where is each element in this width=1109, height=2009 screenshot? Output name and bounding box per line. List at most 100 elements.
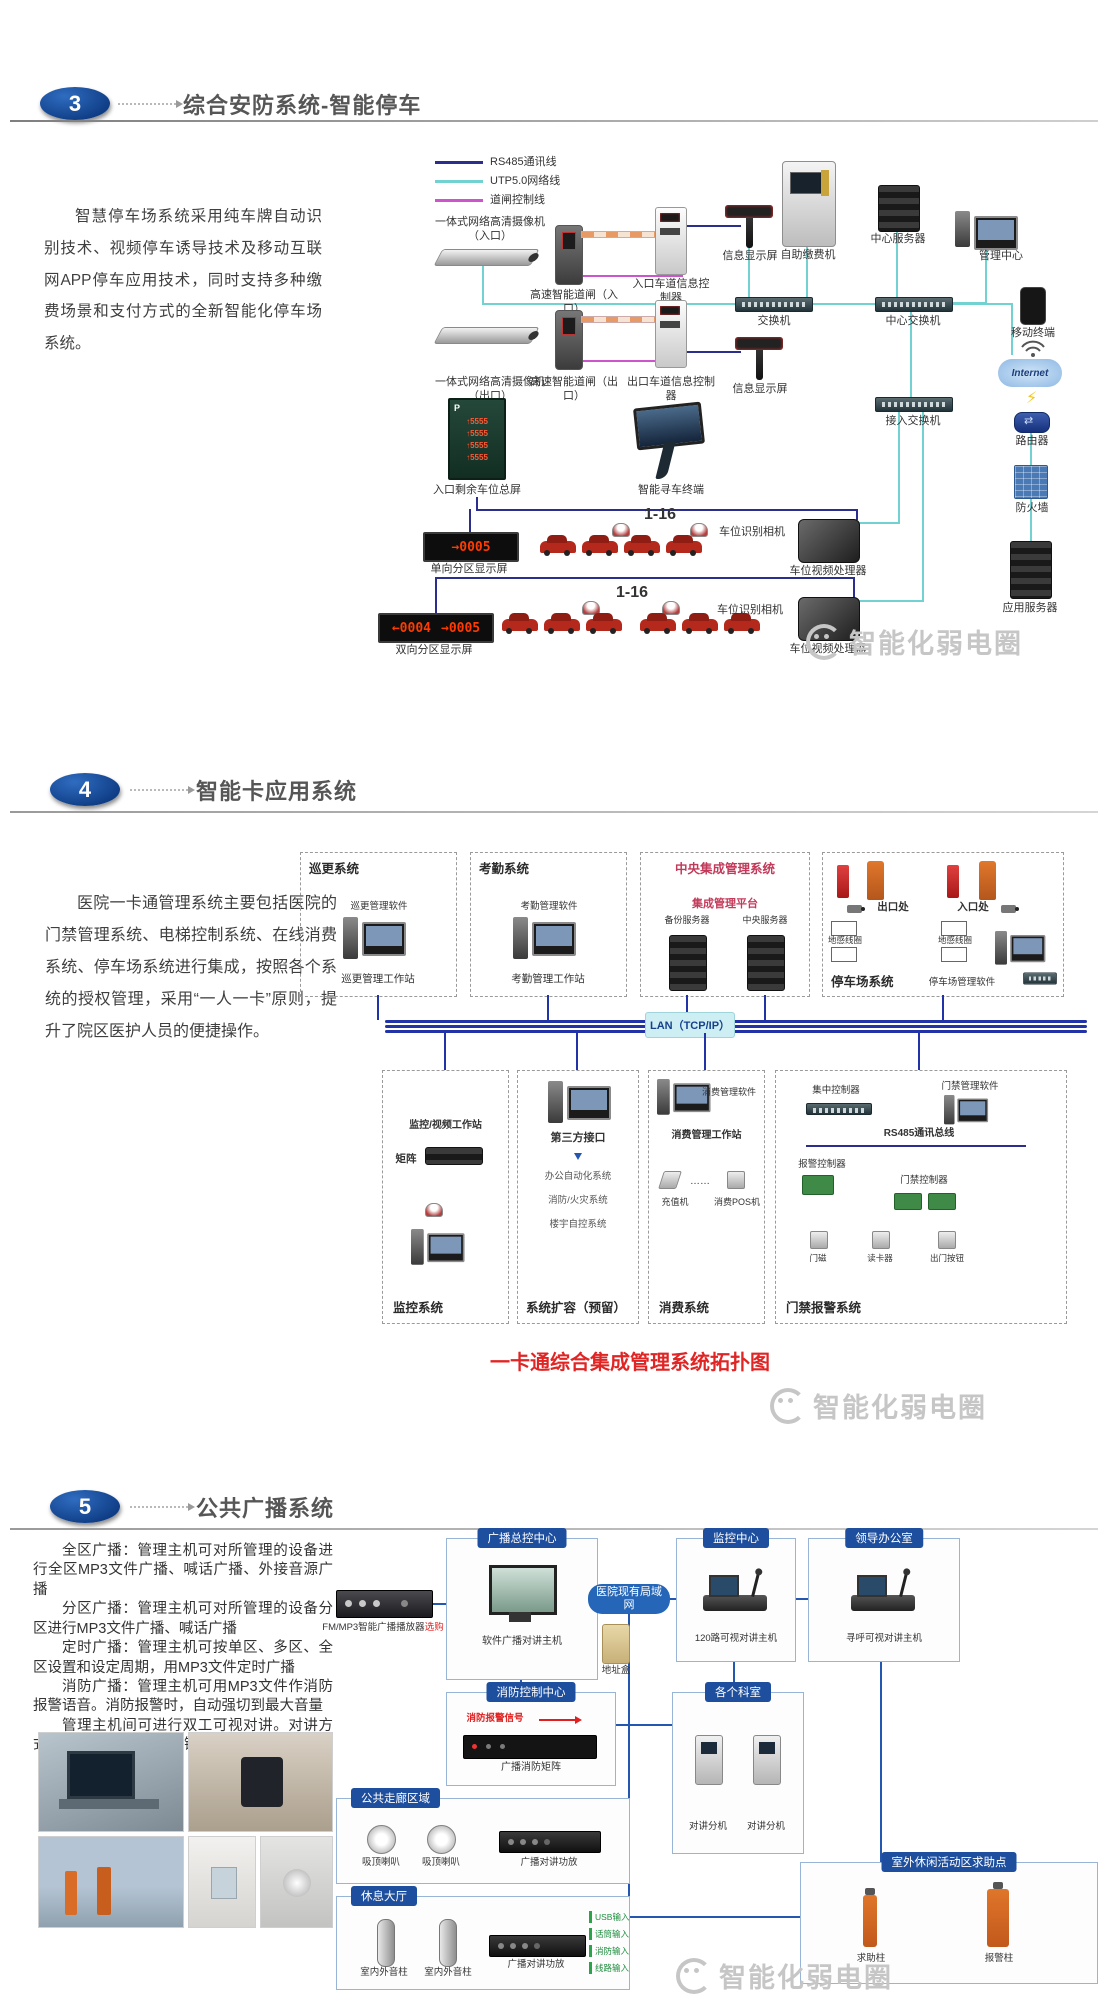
input-tag: 消防输入	[589, 1945, 629, 1957]
third-party-label: 第三方接口	[550, 1132, 606, 1144]
dome-camera-icon	[425, 1203, 443, 1217]
photo-wall-device	[188, 1836, 256, 1928]
fm-player-icon	[336, 1590, 433, 1618]
section3-badge: 3	[40, 87, 110, 120]
ceiling-speaker-label: 吸顶喇叭	[361, 1857, 400, 1868]
utp-line	[1030, 432, 1032, 465]
ceiling-speaker-icon	[427, 1825, 456, 1854]
utp-line	[748, 247, 750, 299]
exit-lane-controller-label: 出口车道信息控制器	[627, 376, 715, 403]
master-box-title: 广播总控中心	[477, 1528, 567, 1548]
lan-drop-line	[686, 995, 688, 1020]
software-host-label: 软件广播对讲主机	[482, 1636, 562, 1647]
column-speaker-label: 室内外音柱	[424, 1967, 472, 1978]
lightning-icon: ⚡	[1026, 390, 1038, 407]
video-processor-label: 车位视频处理器	[789, 565, 867, 577]
dotted-connector	[130, 1503, 195, 1511]
space-camera-label: 车位识别相机	[717, 604, 783, 616]
input-tag: 话筒输入	[589, 1928, 629, 1940]
lan-drop-line	[704, 1033, 706, 1070]
expand-item-label: 消防/火灾系统	[548, 1195, 608, 1206]
firewall-icon	[1014, 465, 1048, 499]
gate-post-icon	[947, 865, 959, 898]
oneway-display-label: 单向分区显示屏	[430, 563, 508, 575]
entry-camera-label: 一体式网络高清摄像机（入口）	[435, 216, 545, 243]
intercom-console-icon	[851, 1571, 915, 1611]
internet-cloud-icon: Internet	[998, 351, 1062, 387]
mobile-phone-icon	[1020, 287, 1046, 325]
down-arrow-icon	[574, 1153, 582, 1160]
section3-rule	[10, 120, 1098, 122]
photo-ceiling-speaker	[260, 1836, 333, 1928]
access-box-title: 门禁报警系统	[786, 1301, 862, 1315]
legend-label-gate: 道闸控制线	[490, 194, 545, 206]
utp-line	[858, 522, 900, 524]
photo-outdoor-bollards	[38, 1836, 184, 1928]
section5-paragraphs: 全区广播：管理主机可对所管理的设备进行全区MP3文件广播、喊话广播、外接音源广播…	[33, 1542, 333, 1756]
recharge-machine-icon	[658, 1171, 682, 1189]
monitor-device-label: 120路可视对讲主机	[694, 1633, 778, 1644]
car-icon	[586, 613, 622, 634]
column-speaker-label: 室内外音柱	[360, 1967, 408, 1978]
monitor-box-title: 监控系统	[393, 1301, 444, 1315]
pa-paragraph: 全区广播：管理主机可对所管理的设备进行全区MP3文件广播、喊话广播、外接音源广播	[33, 1543, 333, 1598]
corridor-title: 公共走廊区域	[351, 1788, 440, 1808]
pay-kiosk-label: 自助缴费机	[780, 249, 836, 261]
switch-icon	[735, 297, 813, 312]
utp-line	[922, 411, 924, 601]
lan-bus-line	[385, 1020, 1087, 1023]
pa-paragraph: 定时广播：管理主机可按单区、多区、全区设置和设定周期，用MP3文件定时广播	[33, 1640, 333, 1676]
door-sensor-label: 门磁	[809, 1253, 827, 1263]
firewall-label: 防火墙	[1015, 502, 1049, 514]
leader-device-label: 寻呼可视对讲主机	[845, 1633, 922, 1644]
broadcast-amp-icon	[489, 1935, 586, 1957]
controller-label: 集中控制器	[812, 1085, 860, 1096]
dome-camera-icon	[612, 523, 630, 537]
rs485-line	[435, 577, 855, 579]
expand-item-label: 楼宇自控系统	[549, 1219, 607, 1230]
loop-coil-icon	[831, 921, 857, 936]
info-screen2-icon	[735, 337, 783, 350]
patrol-box-title: 巡更系统	[309, 862, 360, 876]
pa-paragraph: 分区广播：管理主机可对所管理的设备分区进行MP3文件广播、喊话广播	[33, 1601, 333, 1637]
gate-post-icon	[837, 865, 849, 898]
entry-lane-controller-icon	[655, 207, 687, 275]
network-line	[630, 1916, 800, 1918]
section3-paragraph: 智慧停车场系统采用纯车牌自动识别技术、视频停车诱导技术及移动互联网APP停车应用…	[44, 208, 322, 353]
alarm-pole-label: 报警柱	[984, 1953, 1014, 1964]
departments-box: 各个科室 对讲分机 对讲分机	[672, 1682, 804, 1854]
fire-signal-label: 消防报警信号	[466, 1713, 524, 1724]
leader-office-title: 领导办公室	[845, 1528, 923, 1548]
door-sensor-icon	[810, 1231, 828, 1249]
car-icon	[582, 535, 618, 556]
access-switch-icon	[875, 397, 953, 412]
dome-camera-icon	[662, 601, 680, 615]
parking-software-label: 停车场管理软件	[928, 977, 996, 988]
rs485-line	[856, 509, 858, 520]
ceiling-speaker-label: 吸顶喇叭	[421, 1857, 460, 1868]
card-reader-label: 读卡器	[867, 1253, 893, 1263]
legend-label-utp: UTP5.0网络线	[490, 175, 561, 187]
help-pole-label: 求助柱	[856, 1953, 886, 1964]
legend-label-rs485: RS485通讯线	[490, 156, 557, 168]
car-icon	[666, 535, 702, 556]
section3-title: 综合安防系统-智能停车	[183, 93, 422, 118]
center-server-icon	[878, 185, 920, 232]
attendance-box-title: 考勤系统	[479, 862, 530, 876]
rs485-line	[469, 509, 471, 533]
intercom-console-icon	[703, 1571, 767, 1611]
patrol-system-box: 巡更系统 巡更管理软件 巡更管理工作站	[300, 852, 457, 997]
lan-drop-line	[918, 1033, 920, 1070]
platform-label: 集成管理平台	[692, 898, 758, 910]
entry-camera-icon	[433, 249, 540, 266]
access-switch-label: 接入交换机	[885, 415, 941, 427]
outdoor-title: 室外休闲活动区求助点	[881, 1852, 1017, 1872]
fire-signal-arrow-icon	[575, 1716, 582, 1724]
column-speaker-icon	[439, 1919, 457, 1967]
hall-title: 休息大厅	[351, 1886, 417, 1906]
app-server-label: 应用服务器	[1002, 602, 1058, 614]
patrol-software-label: 巡更管理软件	[350, 901, 408, 912]
recharge-label: 充值机	[661, 1197, 689, 1207]
gate-control-line	[581, 360, 683, 362]
consume-system-box: 消费管理软件 消费管理工作站 …… 充值机 消费POS机 消费系统	[648, 1070, 765, 1324]
